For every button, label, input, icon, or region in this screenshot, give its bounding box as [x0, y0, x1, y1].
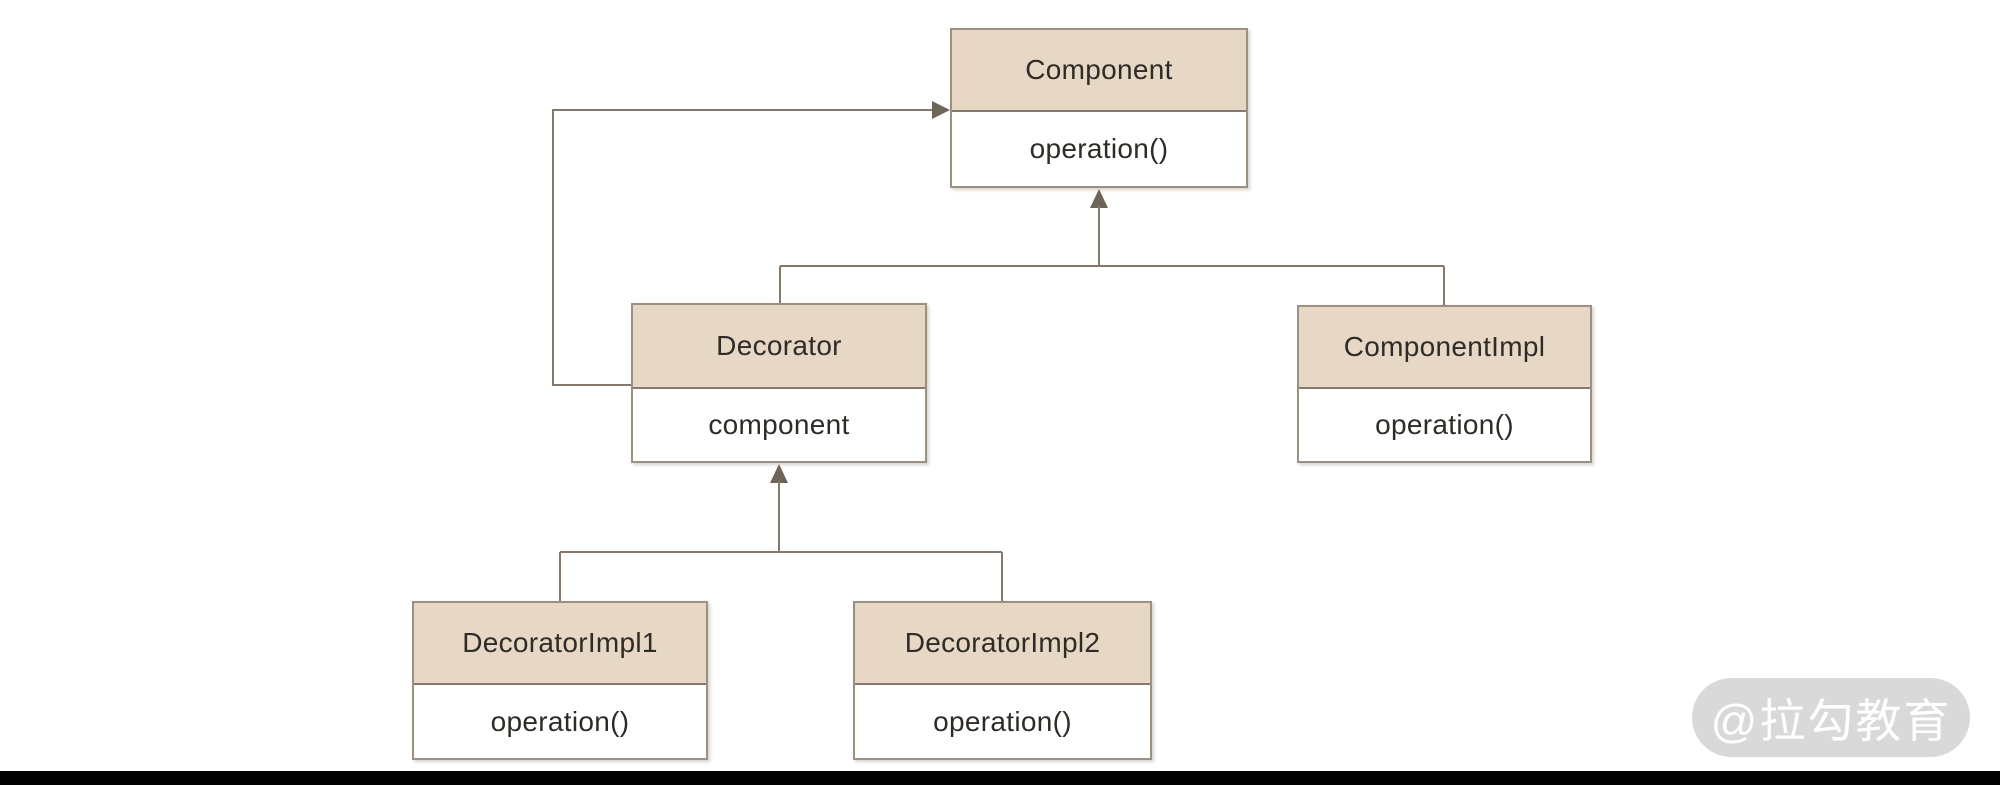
class-member: operation(): [490, 705, 630, 737]
class-box-componentimpl: ComponentImpl operation(): [1297, 305, 1592, 463]
class-name: ComponentImpl: [1299, 307, 1590, 389]
class-box-decoratorimpl2: DecoratorImpl2 operation(): [853, 601, 1152, 760]
class-member: component: [708, 409, 850, 440]
class-box-decoratorimpl1: DecoratorImpl1 operation(): [412, 601, 708, 760]
association-decorator-to-component: [552, 101, 950, 386]
up-arrowhead-icon: [1090, 189, 1108, 208]
class-name: Decorator: [633, 305, 925, 389]
right-arrowhead-icon: [932, 101, 950, 119]
up-arrowhead-icon: [770, 464, 788, 483]
class-member: operation(): [1375, 409, 1514, 440]
class-member: operation(): [1029, 133, 1169, 164]
class-box-component: Component operation(): [950, 28, 1248, 188]
class-member: operation(): [933, 705, 1072, 737]
watermark-text: @拉勾教育: [1710, 694, 1952, 747]
class-name: DecoratorImpl1: [414, 603, 706, 685]
watermark-badge: @拉勾教育: [1692, 678, 1970, 757]
inheritance-tree-to-component: [779, 189, 1445, 306]
inheritance-tree-to-decorator: [559, 464, 1003, 602]
class-name: Component: [952, 30, 1246, 112]
bottom-letterbox-bar: [0, 771, 2000, 785]
class-box-decorator: Decorator component: [631, 303, 927, 463]
class-name: DecoratorImpl2: [855, 603, 1150, 685]
